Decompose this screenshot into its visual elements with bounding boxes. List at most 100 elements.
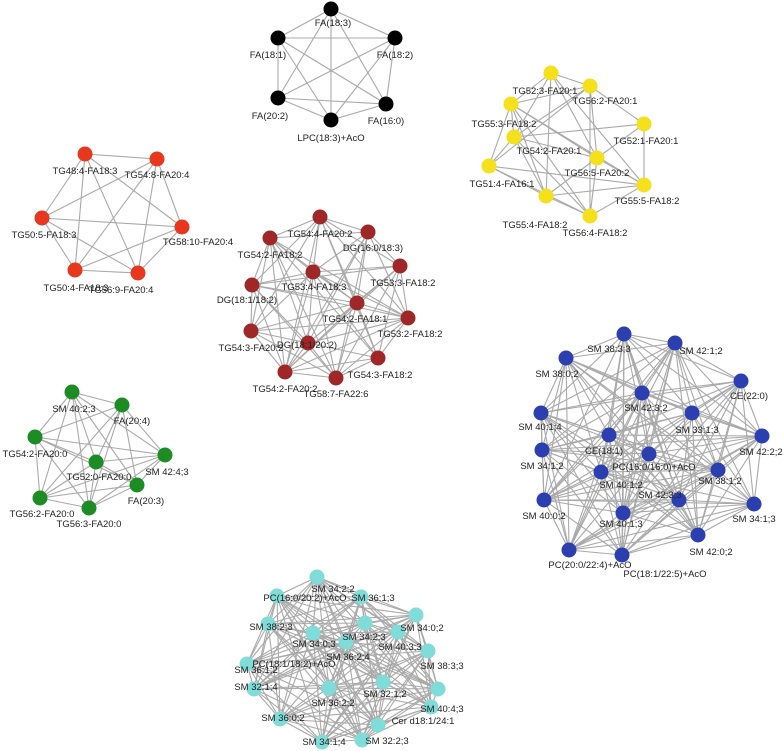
darkred-node[interactable]: [328, 370, 344, 386]
blue-node[interactable]: [634, 385, 650, 401]
red-node[interactable]: [130, 265, 146, 281]
green-node[interactable]: [27, 429, 43, 445]
blue-node[interactable]: [733, 373, 749, 389]
cyan-edge: [382, 681, 439, 690]
yellow-node[interactable]: [589, 150, 605, 166]
blue-node[interactable]: [690, 527, 706, 543]
blue-node[interactable]: [593, 464, 609, 480]
black-node[interactable]: [323, 112, 339, 128]
darkred-node[interactable]: [277, 364, 293, 380]
blue-edge: [540, 357, 567, 414]
blue-node[interactable]: [534, 442, 550, 458]
black-edge: [277, 37, 396, 99]
red-node[interactable]: [34, 210, 50, 226]
cyan-node[interactable]: [370, 717, 386, 733]
cyan-node[interactable]: [305, 625, 321, 641]
cyan-node[interactable]: [314, 734, 330, 750]
yellow-edge: [510, 85, 591, 105]
green-node[interactable]: [64, 384, 80, 400]
cyan-node[interactable]: [338, 634, 354, 650]
red-edge: [137, 226, 183, 274]
cyan-node[interactable]: [309, 569, 325, 585]
blue-edge: [717, 469, 755, 505]
cyan-node[interactable]: [260, 616, 276, 632]
cyan-node[interactable]: [423, 699, 439, 715]
black-node[interactable]: [323, 1, 339, 17]
yellow-node[interactable]: [636, 177, 652, 193]
blue-node[interactable]: [671, 492, 687, 508]
yellow-node[interactable]: [636, 116, 652, 132]
cyan-node[interactable]: [272, 711, 288, 727]
green-node[interactable]: [88, 454, 104, 470]
black-node[interactable]: [387, 30, 403, 46]
blue-node[interactable]: [615, 505, 631, 521]
blue-node[interactable]: [667, 335, 683, 351]
yellow-node[interactable]: [538, 188, 554, 204]
darkred-node[interactable]: [360, 224, 376, 240]
red-node[interactable]: [67, 262, 83, 278]
red-node[interactable]: [149, 151, 165, 167]
darkred-node[interactable]: [244, 277, 260, 293]
darkred-node[interactable]: [305, 264, 321, 280]
cyan-node[interactable]: [239, 656, 255, 672]
yellow-node[interactable]: [543, 65, 559, 81]
cyan-node[interactable]: [430, 681, 446, 697]
blue-node[interactable]: [536, 492, 552, 508]
darkred-node[interactable]: [370, 350, 386, 366]
cyan-node[interactable]: [420, 643, 436, 659]
yellow-edge: [513, 123, 645, 138]
blue-edge: [621, 380, 742, 556]
yellow-node[interactable]: [582, 208, 598, 224]
cyan-edge: [321, 631, 399, 743]
cyan-node[interactable]: [321, 680, 337, 696]
darkred-node[interactable]: [400, 310, 416, 326]
blue-node[interactable]: [533, 405, 549, 421]
cyan-node[interactable]: [357, 615, 373, 631]
black-node[interactable]: [270, 90, 286, 106]
yellow-node[interactable]: [582, 78, 598, 94]
cyan-edge: [246, 650, 429, 665]
blue-node[interactable]: [641, 446, 657, 462]
cyan-node[interactable]: [269, 588, 285, 604]
green-node[interactable]: [114, 397, 130, 413]
blue-node[interactable]: [684, 405, 700, 421]
yellow-edge: [589, 85, 645, 125]
red-node[interactable]: [77, 146, 93, 162]
black-node[interactable]: [378, 96, 394, 112]
green-node[interactable]: [32, 490, 48, 506]
cyan-node[interactable]: [354, 732, 370, 748]
blue-node[interactable]: [616, 326, 632, 342]
cyan-edge: [321, 724, 379, 743]
cyan-node[interactable]: [353, 589, 369, 605]
blue-node[interactable]: [561, 542, 577, 558]
green-node[interactable]: [157, 447, 173, 463]
cyan-node[interactable]: [375, 674, 391, 690]
blue-node[interactable]: [710, 462, 726, 478]
green-node[interactable]: [129, 477, 145, 493]
blue-node[interactable]: [746, 496, 762, 512]
darkred-node[interactable]: [392, 258, 408, 274]
blue-node[interactable]: [614, 547, 630, 563]
blue-node[interactable]: [601, 427, 617, 443]
cyan-edge: [312, 632, 323, 743]
cyan-node[interactable]: [390, 624, 406, 640]
yellow-node-label: TG55:5-FA18:2: [615, 196, 680, 207]
red-node[interactable]: [174, 219, 190, 235]
blue-node[interactable]: [754, 428, 770, 444]
cyan-node[interactable]: [246, 681, 262, 697]
darkred-node[interactable]: [300, 335, 316, 351]
darkred-node[interactable]: [243, 323, 259, 339]
darkred-node[interactable]: [312, 209, 328, 225]
darkred-node[interactable]: [262, 230, 278, 246]
black-node[interactable]: [270, 30, 286, 46]
blue-node[interactable]: [558, 350, 574, 366]
darkred-node[interactable]: [349, 295, 365, 311]
yellow-node[interactable]: [481, 158, 497, 174]
darkred-edge: [284, 317, 409, 373]
green-node[interactable]: [81, 500, 97, 516]
yellow-node[interactable]: [506, 129, 522, 145]
red-edge: [41, 217, 76, 271]
blue-edge: [541, 449, 650, 455]
cyan-node[interactable]: [408, 607, 424, 623]
yellow-node[interactable]: [503, 96, 519, 112]
